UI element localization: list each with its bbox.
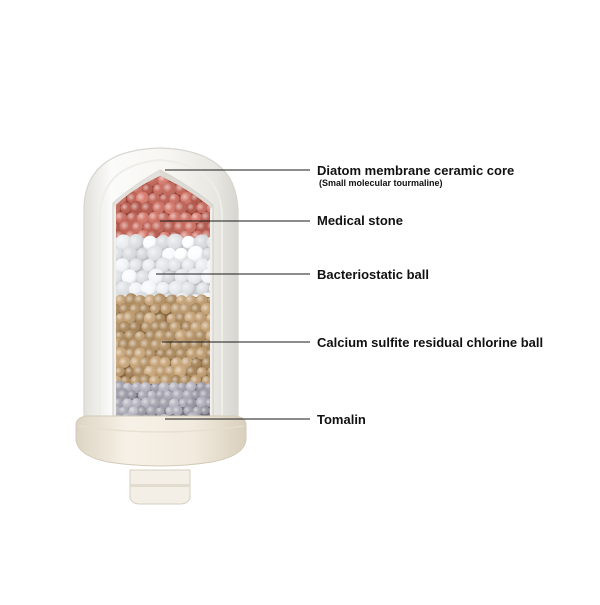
nozzle-thread bbox=[131, 484, 189, 487]
label-diatom-core: Diatom membrane ceramic core bbox=[317, 163, 514, 178]
calcium-sulfite-layer bbox=[103, 293, 224, 388]
label-medical-stone: Medical stone bbox=[317, 213, 403, 228]
base-ring bbox=[76, 416, 246, 466]
label-bacteriostatic-ball: Bacteriostatic ball bbox=[317, 267, 429, 282]
label-calcium-sulfite-ball: Calcium sulfite residual chlorine ball bbox=[317, 335, 543, 350]
label-tomalin: Tomalin bbox=[317, 412, 366, 427]
label-diatom-core-note: (Small molecular tourmaline) bbox=[319, 178, 443, 188]
